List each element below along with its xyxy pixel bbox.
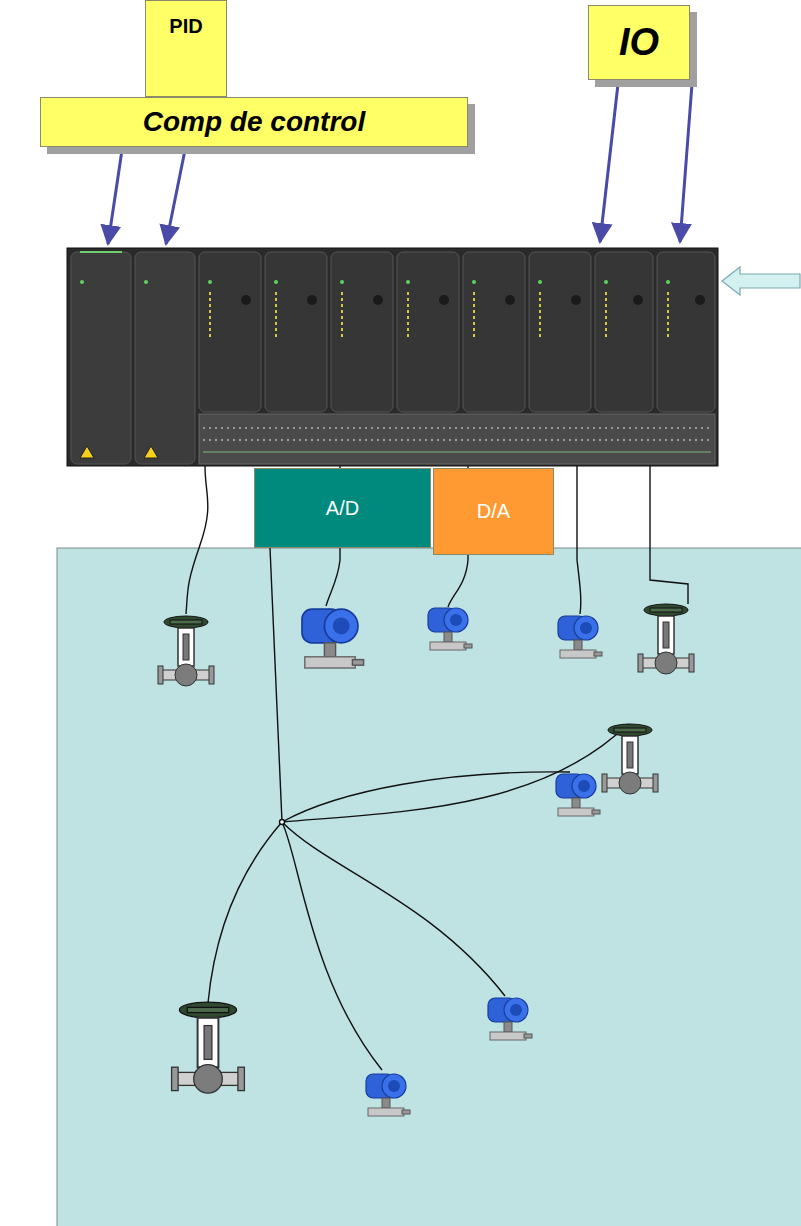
bus-drop <box>282 822 505 996</box>
bus-drop <box>208 822 282 1003</box>
terminal-row <box>203 427 711 429</box>
led <box>274 280 278 284</box>
box-label: PID <box>169 15 202 38</box>
socket <box>439 295 449 305</box>
socket <box>241 295 251 305</box>
terminal-strip <box>199 414 715 464</box>
transmitter <box>428 608 472 650</box>
wire <box>186 466 208 614</box>
io-module <box>595 252 653 412</box>
led-column <box>539 292 541 340</box>
control-valve <box>602 724 658 794</box>
socket <box>695 295 705 305</box>
transmitter <box>366 1074 410 1116</box>
led-column <box>209 292 211 340</box>
led-column <box>407 292 409 340</box>
control-valve <box>158 616 214 686</box>
leader-arrow <box>680 84 692 242</box>
io-module <box>657 252 715 412</box>
io-module <box>397 252 459 412</box>
led <box>144 280 148 284</box>
module-sockets <box>241 295 705 305</box>
transmitter <box>488 998 532 1040</box>
bus-junction <box>280 820 285 825</box>
led <box>604 280 608 284</box>
led-column <box>275 292 277 340</box>
controller-module <box>135 252 195 464</box>
io-module <box>463 252 525 412</box>
control-valve <box>638 604 694 674</box>
rack-top-mark <box>80 251 122 253</box>
led-column <box>473 292 475 340</box>
field-wiring <box>186 466 688 1070</box>
bus-trunk <box>270 548 282 822</box>
socket <box>571 295 581 305</box>
wire <box>650 466 688 604</box>
channel-leds <box>210 292 668 340</box>
led <box>340 280 344 284</box>
rack-frame <box>67 248 718 466</box>
led-column <box>341 292 343 340</box>
led <box>208 280 212 284</box>
status-leds <box>80 280 670 284</box>
pid-box: PID <box>145 0 227 97</box>
io-box: IO <box>588 5 690 80</box>
led <box>406 280 410 284</box>
terminal-rail <box>203 452 711 453</box>
led <box>538 280 542 284</box>
socket <box>373 295 383 305</box>
socket <box>505 295 515 305</box>
socket <box>307 295 317 305</box>
da-converter-box: D/A <box>433 468 554 555</box>
power-module <box>71 252 131 464</box>
bus-drop <box>282 724 628 822</box>
leader-arrow <box>600 84 618 242</box>
hollow-arrow <box>722 267 800 295</box>
control-valve <box>172 1002 245 1093</box>
ad-converter-box: A/D <box>254 468 431 548</box>
led <box>472 280 476 284</box>
led <box>666 280 670 284</box>
box-label: D/A <box>477 500 510 523</box>
box-label: Comp de control <box>143 106 365 138</box>
io-module <box>265 252 327 412</box>
leader-arrow <box>166 150 185 244</box>
led-column <box>605 292 607 340</box>
io-module <box>529 252 591 412</box>
control-box: Comp de control <box>40 97 468 147</box>
box-label: A/D <box>326 497 359 520</box>
io-module <box>331 252 393 412</box>
warning-triangle <box>144 446 158 458</box>
io-module <box>199 252 261 412</box>
leader-arrow <box>108 150 122 244</box>
terminal-row <box>203 439 711 441</box>
transmitter <box>558 616 602 658</box>
transmitter <box>302 609 364 668</box>
warning-triangle <box>80 446 94 458</box>
box-label: IO <box>619 21 659 64</box>
led-column <box>667 292 669 340</box>
wire <box>577 466 581 614</box>
socket <box>633 295 643 305</box>
field-area <box>57 548 801 1226</box>
bus-drop <box>282 772 570 822</box>
io-rack <box>67 248 718 466</box>
led <box>80 280 84 284</box>
transmitter <box>556 774 600 816</box>
